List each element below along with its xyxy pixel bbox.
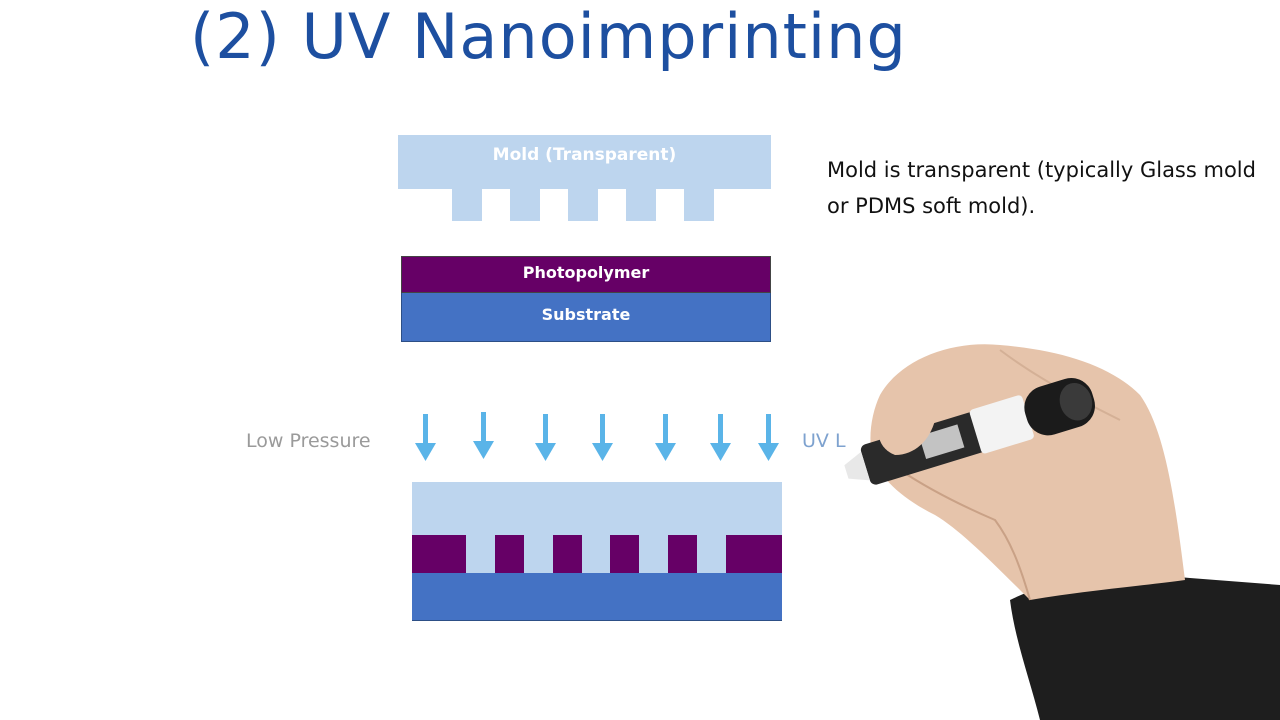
uv-arrow-icon — [473, 412, 494, 459]
imprinted-feature — [610, 535, 639, 573]
uv-arrow-icon — [415, 414, 436, 461]
uv-arrow-icon — [592, 414, 613, 461]
uv-arrow-icon — [535, 414, 556, 461]
imprinted-feature — [495, 535, 524, 573]
imprinted-feature — [668, 535, 697, 573]
substrate-layer: Substrate — [401, 293, 771, 342]
pressed-substrate-layer — [412, 573, 782, 621]
low-pressure-label: Low Pressure — [246, 430, 371, 452]
uv-arrow-icon — [655, 414, 676, 461]
imprinted-feature — [412, 535, 466, 573]
mold-tooth — [626, 188, 656, 221]
mold-block: Mold (Transparent) — [398, 135, 771, 189]
note-text: Mold is transparent (typically Glass mol… — [827, 158, 1256, 218]
uv-light-label: UV L — [802, 430, 846, 452]
imprinted-feature — [726, 535, 782, 573]
mold-tooth — [684, 188, 714, 221]
page-title: (2) UV Nanoimprinting — [190, 0, 907, 73]
pressed-mold-block — [412, 482, 782, 574]
uv-arrow-icon — [710, 414, 731, 461]
uv-arrow-icon — [758, 414, 779, 461]
imprinted-feature — [553, 535, 582, 573]
mold-tooth — [568, 188, 598, 221]
mold-tooth — [452, 188, 482, 221]
mold-tooth — [510, 188, 540, 221]
photopolymer-layer: Photopolymer — [401, 256, 771, 293]
